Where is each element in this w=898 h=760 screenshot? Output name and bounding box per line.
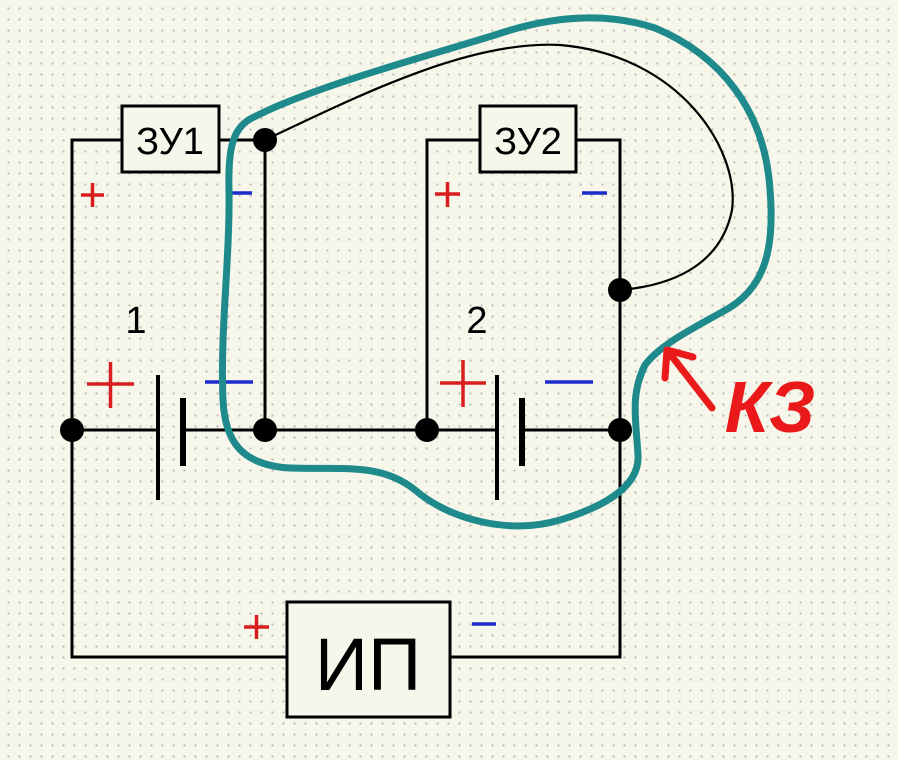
junction-node: [60, 418, 84, 442]
battery-1: [156, 375, 186, 500]
jumper-wire: [264, 43, 734, 292]
charger1-box: ЗУ1: [120, 104, 221, 174]
battery2-number: 2: [466, 300, 487, 342]
junction-node: [608, 278, 632, 302]
arrow-icon: [661, 346, 716, 412]
short-circuit-annotation: КЗ: [725, 368, 816, 448]
plus-icon: [440, 360, 486, 407]
junction-node: [253, 418, 277, 442]
power-supply-label: ИП: [315, 623, 421, 706]
junction-node: [608, 418, 632, 442]
power-supply-box: ИП: [285, 600, 452, 719]
plus-icon: [81, 183, 104, 207]
short-circuit-highlight-loop: [218, 14, 775, 530]
battery-2: [495, 375, 525, 500]
battery1-number: 1: [125, 300, 146, 342]
plus-icon: [244, 615, 269, 639]
plus-icon: [435, 182, 460, 207]
junction-node: [415, 418, 439, 442]
junction-node: [253, 128, 277, 152]
charger2-box: ЗУ2: [478, 104, 578, 174]
charger2-label: ЗУ2: [494, 121, 562, 163]
plus-icon: [87, 362, 134, 408]
charger1-label: ЗУ1: [136, 121, 204, 163]
